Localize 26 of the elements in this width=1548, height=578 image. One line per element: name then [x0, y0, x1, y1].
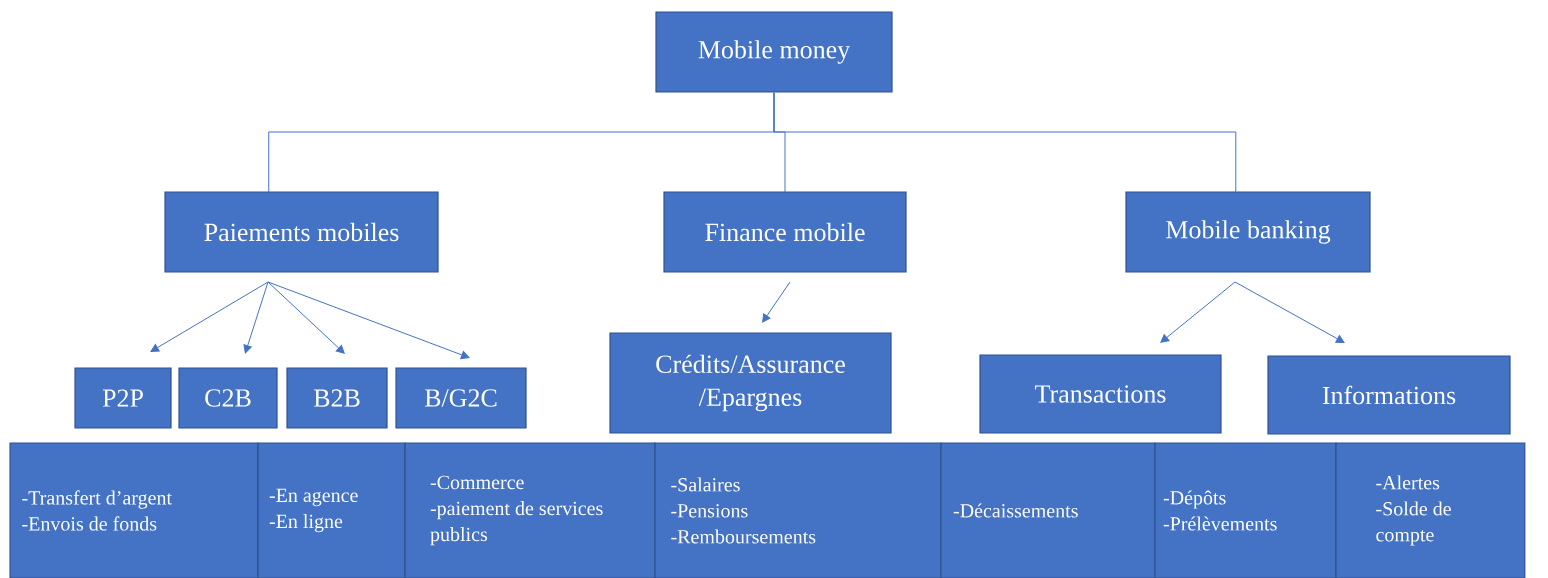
service-box: B/G2C: [395, 367, 527, 429]
service-box: B2B: [286, 367, 388, 429]
category-box: Mobile banking: [1125, 191, 1371, 273]
service-box: Transactions: [979, 354, 1222, 434]
arrow: [267, 281, 345, 354]
arrow: [267, 281, 470, 360]
service-box: C2B: [178, 367, 278, 429]
table-cell: -En agence -En ligne: [257, 442, 406, 578]
arrow: [1234, 281, 1345, 343]
category-box: Mobile money: [655, 11, 893, 93]
arrow: [150, 281, 269, 352]
category-box: Finance mobile: [663, 191, 907, 273]
connector: [773, 92, 1237, 193]
service-box: Crédits/Assurance /Epargnes: [609, 332, 892, 434]
table-cell: -Décaissements: [940, 442, 1156, 578]
table-cell: -Dépôts -Prélèvements: [1154, 442, 1337, 578]
service-box: Informations: [1267, 355, 1511, 435]
service-box: P2P: [74, 367, 172, 429]
table-cell: -Commerce -paiement de services publics: [404, 442, 656, 578]
arrow: [1160, 281, 1236, 343]
table-cell: -Salaires -Pensions -Remboursements: [654, 442, 942, 578]
table-cell: -Transfert d’argent -Envois de fonds: [9, 442, 259, 578]
arrow: [762, 281, 791, 323]
category-box: Paiements mobiles: [164, 191, 439, 273]
table-cell: -Alertes -Solde de compte: [1335, 442, 1526, 578]
arrow: [243, 281, 269, 354]
